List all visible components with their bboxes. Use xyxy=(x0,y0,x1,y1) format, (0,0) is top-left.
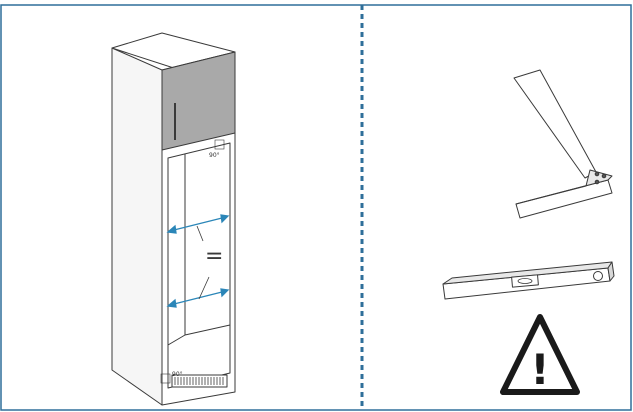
cabinet-opening xyxy=(167,142,231,389)
equal-leader-top xyxy=(196,225,204,242)
inner-floor-side xyxy=(167,334,186,346)
measure-arrow-top xyxy=(169,216,227,232)
cabinet-diagram xyxy=(111,32,236,406)
level-vial-center xyxy=(511,274,539,288)
warning-exclamation: ! xyxy=(530,345,549,394)
try-square-blade xyxy=(513,69,597,179)
arrowhead-top-right xyxy=(220,214,230,224)
equal-leader-bottom xyxy=(198,276,210,300)
rivet-2 xyxy=(601,173,607,179)
outer-border xyxy=(0,4,632,411)
measure-arrows xyxy=(166,214,230,308)
inner-floor-back xyxy=(184,324,231,336)
rivet-3 xyxy=(594,171,600,177)
arrowhead-top-left xyxy=(166,224,177,234)
level-vial-end xyxy=(593,271,603,281)
angle-label-bottom: 90° xyxy=(172,371,183,378)
rivet-1 xyxy=(594,179,600,185)
arrowhead-bottom-right xyxy=(220,288,230,298)
fridge-door-panel xyxy=(161,51,236,151)
warning-triangle xyxy=(500,314,580,395)
warning-triangle-icon: ! xyxy=(500,314,580,395)
try-square-stock-front xyxy=(515,179,613,219)
cabinet-side-face xyxy=(111,47,163,406)
try-square-stock-top xyxy=(515,169,613,205)
spirit-level-icon xyxy=(442,261,615,300)
angle-label-top: 90° xyxy=(209,152,220,159)
vent-grille-frame xyxy=(171,374,228,388)
level-body-end xyxy=(607,261,615,282)
angle-marker-top xyxy=(214,139,225,150)
try-square-icon xyxy=(513,69,613,219)
arrowhead-bottom-left xyxy=(166,298,177,308)
vent-grille-slats xyxy=(174,377,224,385)
measure-arrow-bottom xyxy=(169,290,227,306)
level-bubble-center xyxy=(517,278,533,284)
equal-sign: = xyxy=(205,244,223,269)
angle-marker-bottom xyxy=(160,373,171,384)
